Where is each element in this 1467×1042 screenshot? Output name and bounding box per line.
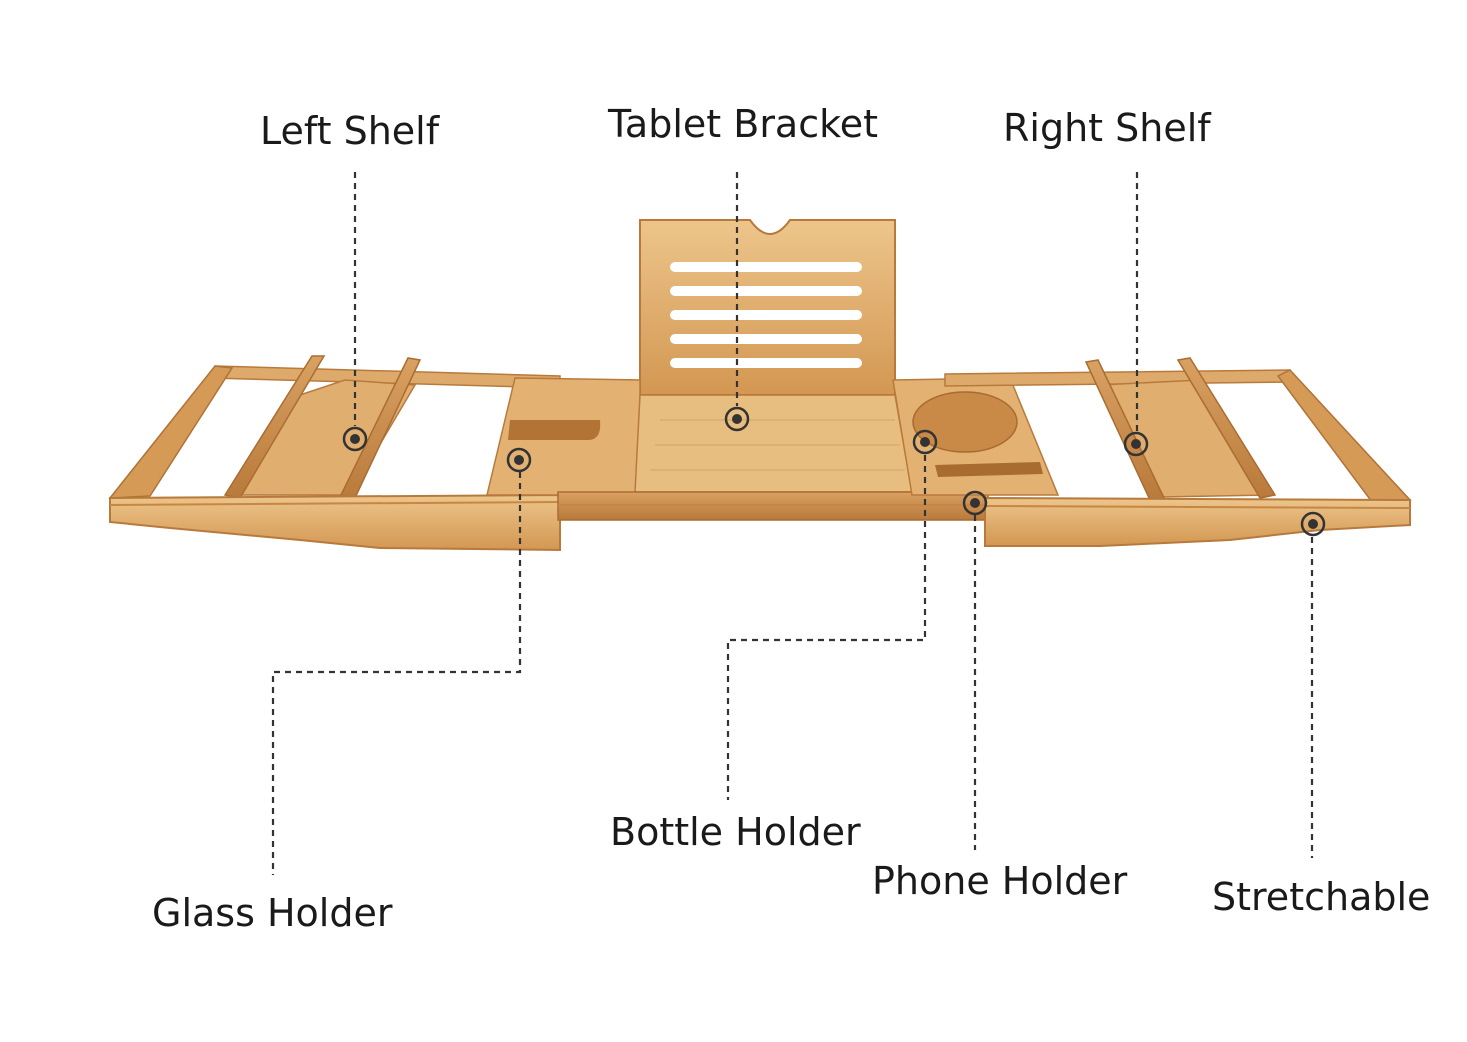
glass-holder-tray [486,377,641,496]
label-left-shelf: Left Shelf [260,109,440,153]
left-frame [108,355,561,552]
marker-phone-holder [962,490,988,516]
bottle-holder-tray [892,377,1060,496]
label-phone-holder: Phone Holder [872,859,1128,903]
label-stretchable: Stretchable [1212,875,1431,919]
leader-bottle-holder [726,455,927,800]
label-glass-holder: Glass Holder [152,891,393,935]
marker-tablet-bracket [724,406,750,432]
marker-left-shelf [342,426,368,452]
marker-glass-holder [506,447,532,473]
label-bottle-holder: Bottle Holder [610,810,861,854]
marker-bottle-holder [912,429,938,455]
marker-right-shelf [1123,431,1149,457]
marker-stretchable [1300,511,1326,537]
right-frame [944,357,1412,547]
label-tablet-bracket: Tablet Bracket [608,102,879,146]
tablet-bracket-board [639,219,896,396]
leader-glass-holder [271,472,522,875]
label-right-shelf: Right Shelf [1003,106,1211,150]
